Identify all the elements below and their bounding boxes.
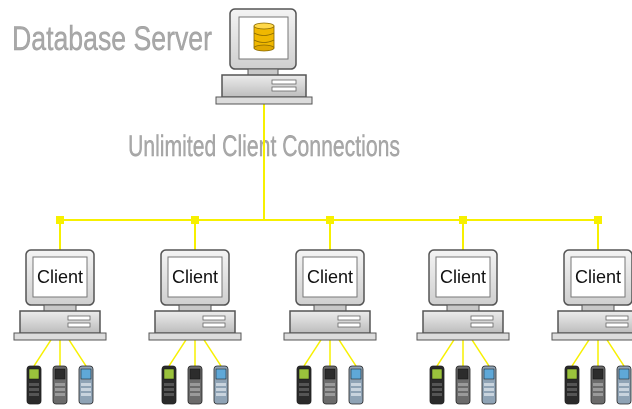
handheld-terminal-icon <box>296 365 312 405</box>
client-stations: Client Client Client Client Client <box>13 249 632 405</box>
client-computer-icon: Client <box>283 249 377 341</box>
handheld-terminal-icon <box>187 365 203 405</box>
device-link-line <box>436 339 455 367</box>
client-station: Client <box>416 249 510 405</box>
database-icon <box>253 22 275 52</box>
handheld-terminal-icon <box>26 365 42 405</box>
device-link-line <box>606 339 625 367</box>
handheld-terminal-icon <box>429 365 445 405</box>
client-label: Client <box>172 267 218 287</box>
client-computer-icon: Client <box>416 249 510 341</box>
device-link-line <box>203 339 222 367</box>
handheld-terminal-icon <box>213 365 229 405</box>
diagram-title: Database Server <box>12 20 212 58</box>
handheld-terminal-icon <box>52 365 68 405</box>
network-lines <box>33 104 625 367</box>
handheld-terminal-icon <box>564 365 580 405</box>
handheld-terminal-icon <box>590 365 606 405</box>
handheld-terminal-icon <box>348 365 364 405</box>
device-link-line <box>338 339 357 367</box>
client-computer-icon: Client <box>148 249 242 341</box>
handheld-terminal-icon <box>481 365 497 405</box>
device-link-line <box>168 339 187 367</box>
handheld-terminal-icon <box>616 365 632 405</box>
client-label: Client <box>37 267 83 287</box>
device-link-line <box>68 339 87 367</box>
client-station: Client <box>13 249 107 405</box>
client-label: Client <box>440 267 486 287</box>
device-link-line <box>471 339 490 367</box>
database-server-computer <box>215 8 313 105</box>
client-computer-icon: Client <box>13 249 107 341</box>
device-link-line <box>33 339 52 367</box>
client-station: Client <box>283 249 377 405</box>
device-link-line <box>571 339 590 367</box>
client-label: Client <box>575 267 621 287</box>
client-label: Client <box>307 267 353 287</box>
device-link-line <box>303 339 322 367</box>
handheld-terminal-icon <box>78 365 94 405</box>
client-station: Client <box>148 249 242 405</box>
handheld-terminal-icon <box>322 365 338 405</box>
client-computer-icon: Client <box>551 249 632 341</box>
handheld-terminal-icon <box>161 365 177 405</box>
handheld-terminal-icon <box>455 365 471 405</box>
client-station: Client <box>551 249 632 405</box>
